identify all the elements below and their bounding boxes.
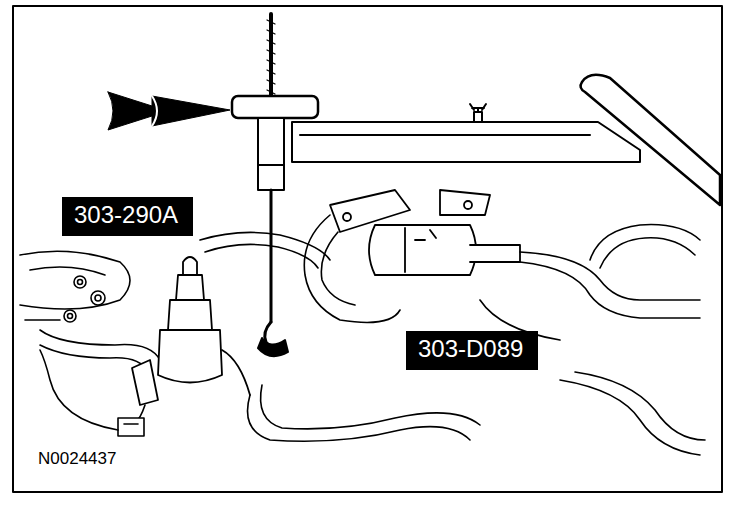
pointer-arrow [108, 92, 230, 130]
tool-number: 303-290A [74, 202, 181, 228]
hose-lines [40, 215, 705, 455]
tool-label-box: 303-D089 [406, 331, 538, 370]
special-tool [232, 14, 318, 356]
tool-label-box: 303-290A [62, 197, 193, 236]
support-beam [292, 104, 640, 162]
tool-number: 303-D089 [418, 336, 526, 362]
figure-number: N0024437 [36, 450, 118, 469]
figure-frame [13, 6, 722, 492]
vacuum-valve [330, 190, 520, 275]
sensor-fitting [132, 257, 250, 405]
left-housing [20, 251, 130, 322]
electrical-connector [40, 350, 145, 436]
